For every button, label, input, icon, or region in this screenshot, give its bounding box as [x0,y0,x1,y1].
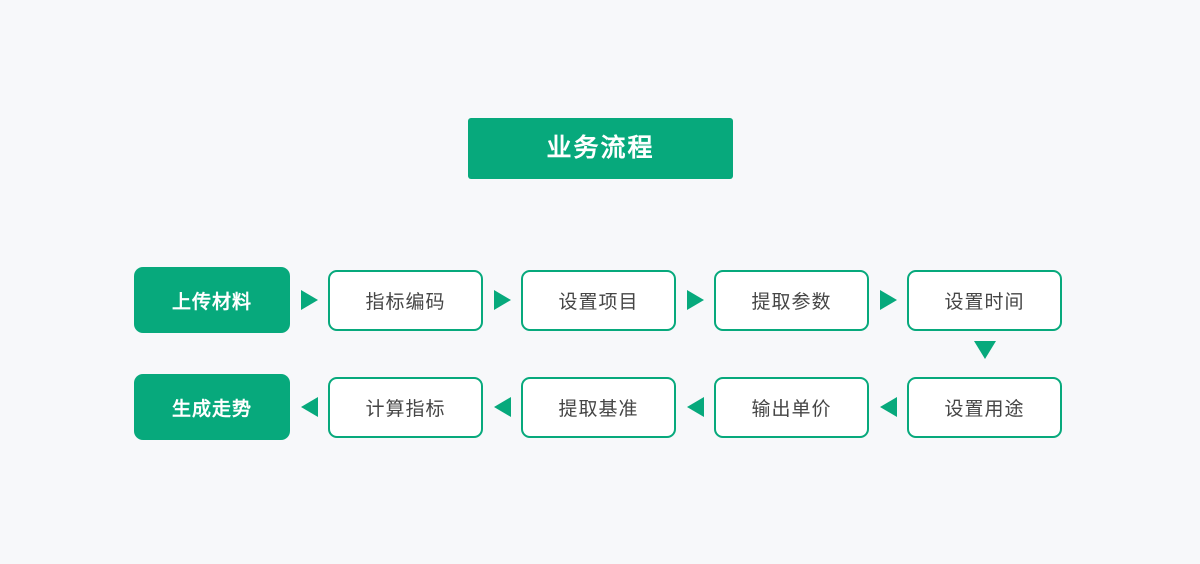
arrow-right-icon [300,290,318,310]
flow-node-set-project[interactable]: 设置项目 [521,269,676,331]
arrow-left-icon [879,397,897,417]
arrow-right-icon [686,290,704,310]
flow-row-1: 上传材料 指标编码 设置项目 提取参数 设置时间 [134,267,1062,333]
connector-1-3 [676,290,714,310]
arrow-left-icon [686,397,704,417]
flow-node-set-usage[interactable]: 设置用途 [907,376,1062,438]
flow-row-2: 生成走势 计算指标 提取基准 输出单价 设置用途 [134,374,1062,440]
flow-node-set-time[interactable]: 设置时间 [907,269,1062,331]
arrow-left-icon [493,397,511,417]
flow-node-indicator-coding[interactable]: 指标编码 [328,269,483,331]
connector-1-4 [869,290,907,310]
arrow-down-icon [974,341,996,359]
connector-1-1 [290,290,328,310]
connector-2-4 [869,397,907,417]
arrow-right-icon [493,290,511,310]
connector-2-1 [290,397,328,417]
flow-node-calculate-indicator[interactable]: 计算指标 [328,376,483,438]
connector-2-3 [676,397,714,417]
flow-node-extract-parameters[interactable]: 提取参数 [714,269,869,331]
flow-node-generate-trend[interactable]: 生成走势 [134,374,290,440]
connector-2-2 [483,397,521,417]
arrow-right-icon [879,290,897,310]
connector-1-2 [483,290,521,310]
flowchart-title-banner: 业务流程 [468,118,733,179]
flow-node-output-unit-price[interactable]: 输出单价 [714,376,869,438]
flow-node-upload-material[interactable]: 上传材料 [134,267,290,333]
flow-node-extract-baseline[interactable]: 提取基准 [521,376,676,438]
arrow-left-icon [300,397,318,417]
page-title: 业务流程 [546,134,655,162]
